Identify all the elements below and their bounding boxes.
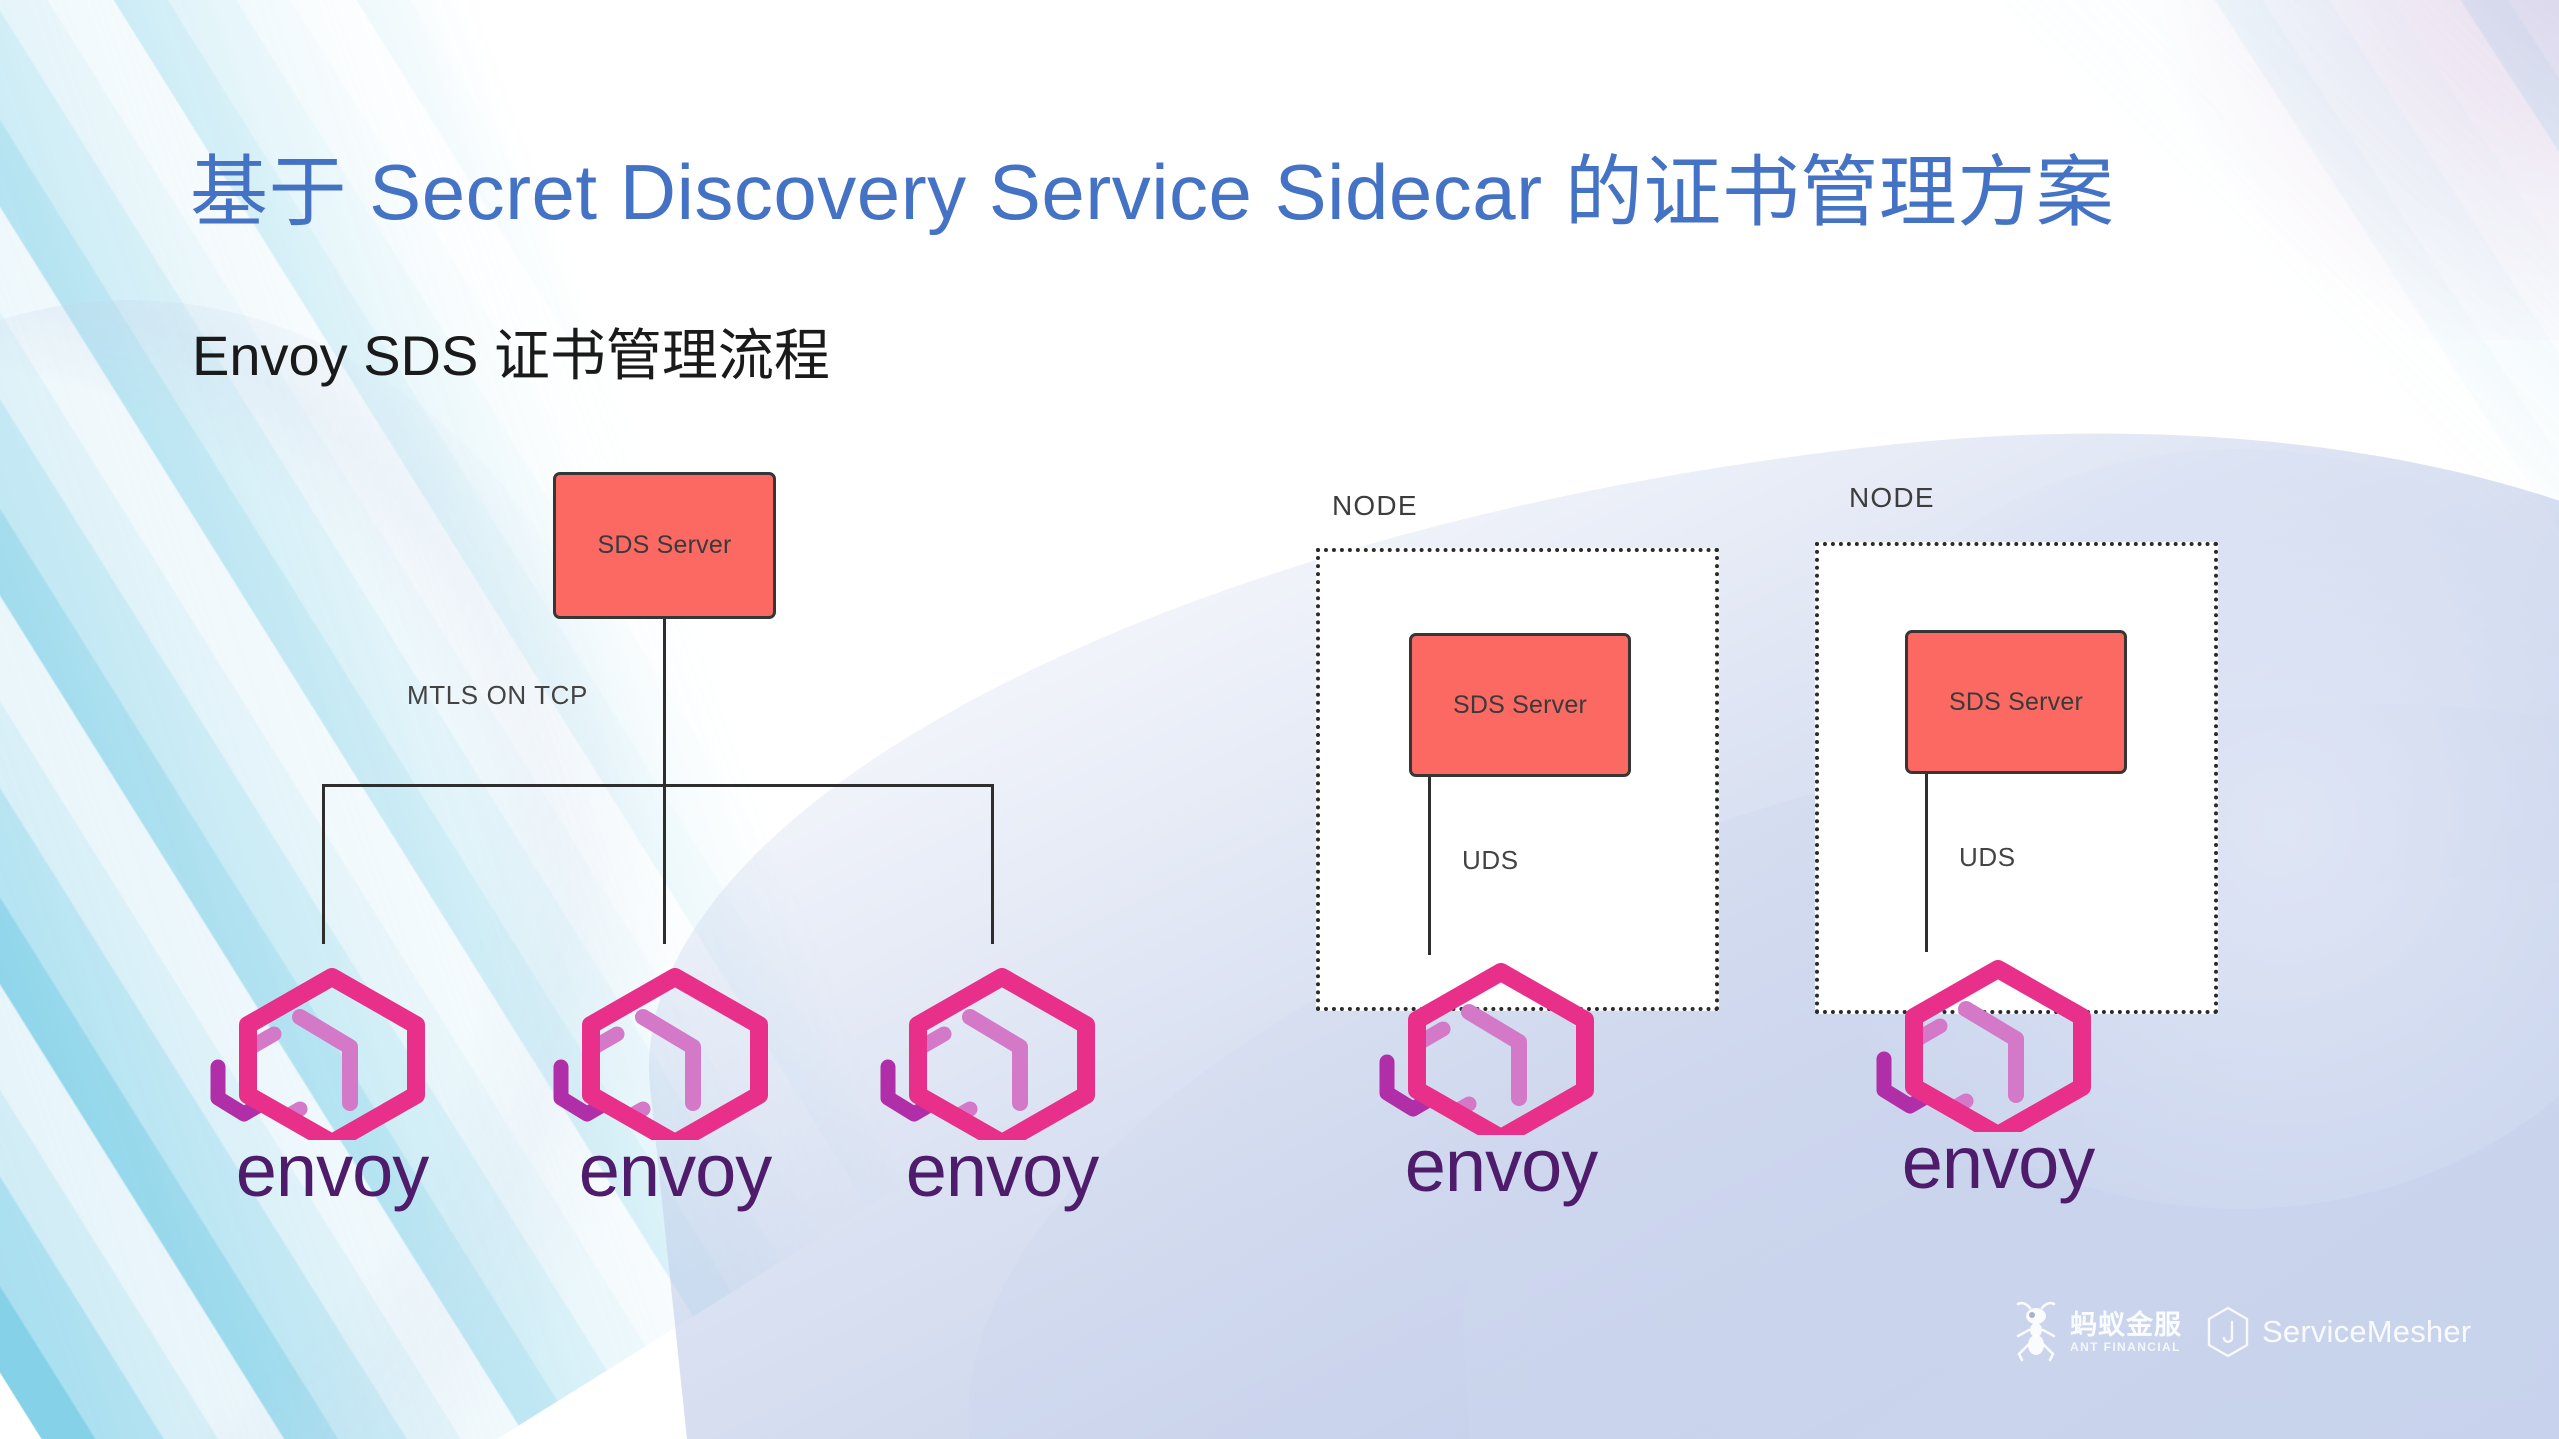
- left-bus-connector: [322, 784, 994, 787]
- node-label-1: NODE: [1332, 490, 1418, 521]
- ant-icon: [2016, 1301, 2056, 1362]
- node-2-sds-server-box: SDS Server: [1905, 630, 2127, 774]
- envoy-logo-icon: [553, 968, 768, 1140]
- left-envoy-client-1: envoy: [182, 955, 482, 1208]
- footer-logos: 蚂蚁金服 ANT FINANCIAL ServiceMesher: [2012, 1300, 2471, 1364]
- left-drop-connector-1: [322, 784, 325, 944]
- envoy-logo-icon: [1876, 960, 2091, 1132]
- envoy-logo-icon: [880, 968, 1095, 1140]
- slide-title: 基于 Secret Discovery Service Sidecar 的证书管…: [190, 148, 2115, 236]
- node-frame-2: [1815, 542, 2218, 1014]
- node-group-1: NODE SDS Server UDS envoy: [1316, 490, 1736, 1270]
- node-1-envoy-client: envoy: [1351, 950, 1651, 1203]
- ant-financial-logo: 蚂蚁金服 ANT FINANCIAL: [2012, 1300, 2182, 1364]
- left-drop-connector-2: [663, 784, 666, 944]
- background-top-right-pink-glow: [2119, 0, 2559, 340]
- node-1-edge-label-uds: UDS: [1462, 845, 1519, 875]
- left-envoy-client-2: envoy: [525, 955, 825, 1208]
- node-label-2: NODE: [1849, 482, 1935, 513]
- left-drop-connector-3: [991, 784, 994, 944]
- node-frame-1: [1316, 548, 1719, 1011]
- servicemesher-hexagon-icon: [2207, 1306, 2249, 1358]
- node-group-2: NODE SDS Server UDS envoy: [1815, 482, 2235, 1272]
- node-2-sds-server-label: SDS Server: [1949, 687, 2083, 716]
- envoy-wordmark: envoy: [235, 1129, 429, 1212]
- envoy-logo-icon: [1379, 963, 1594, 1135]
- left-diagram: SDS Server MTLS ON TCP envoy: [0, 0, 1250, 1250]
- node-2-envoy-client: envoy: [1848, 947, 2148, 1200]
- left-edge-label-mtls: MTLS ON TCP: [407, 680, 588, 710]
- node-2-uds-connector: [1925, 774, 1928, 952]
- left-sds-server-box: SDS Server: [553, 472, 776, 619]
- node-1-uds-connector: [1428, 777, 1431, 955]
- left-trunk-connector: [663, 619, 666, 785]
- envoy-wordmark: envoy: [578, 1129, 772, 1212]
- node-2-edge-label-uds: UDS: [1959, 842, 2016, 872]
- ant-financial-cn: 蚂蚁金服: [2070, 1309, 2182, 1340]
- left-envoy-client-3: envoy: [852, 955, 1152, 1208]
- servicemesher-text: ServiceMesher: [2262, 1314, 2472, 1349]
- node-1-sds-server-box: SDS Server: [1409, 633, 1631, 777]
- envoy-wordmark: envoy: [905, 1129, 1099, 1212]
- envoy-wordmark: envoy: [1404, 1124, 1598, 1207]
- ant-financial-en: ANT FINANCIAL: [2070, 1339, 2181, 1354]
- ant-financial-text: 蚂蚁金服 ANT FINANCIAL: [2070, 1309, 2182, 1354]
- servicemesher-logo: ServiceMesher: [2204, 1305, 2471, 1359]
- node-1-sds-server-label: SDS Server: [1453, 690, 1587, 719]
- left-sds-server-label: SDS Server: [597, 531, 732, 559]
- envoy-logo-icon: [210, 968, 425, 1140]
- slide-subtitle: Envoy SDS 证书管理流程: [192, 324, 830, 387]
- envoy-wordmark: envoy: [1901, 1121, 2095, 1204]
